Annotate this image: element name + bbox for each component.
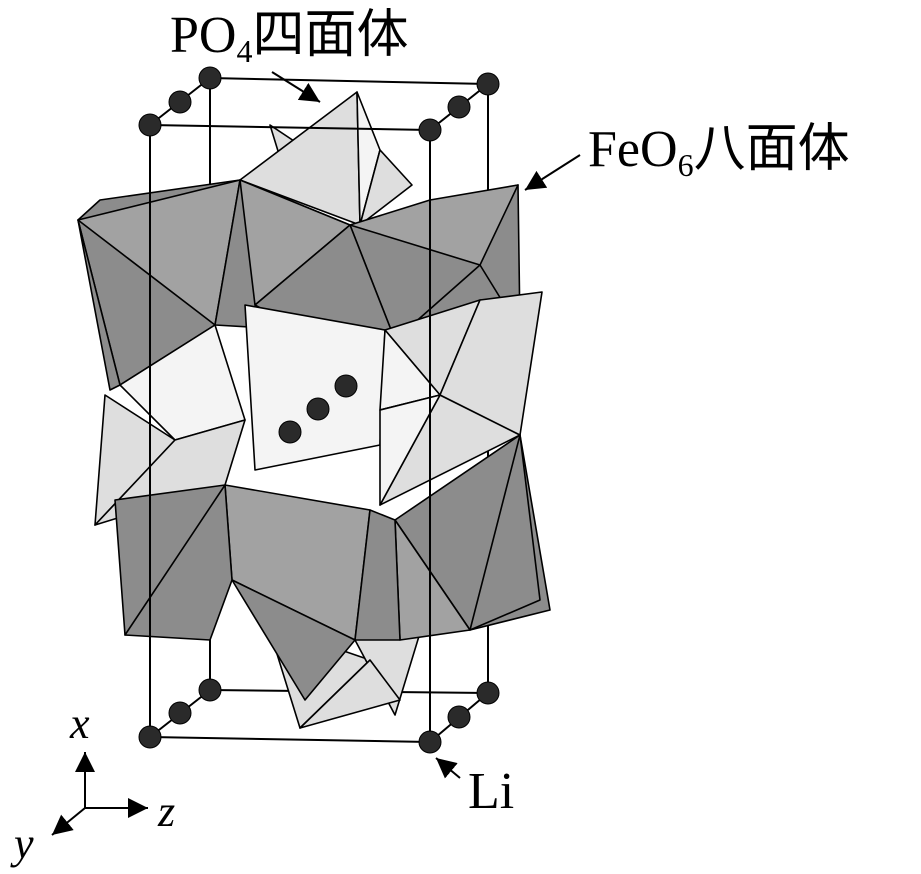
feo6-octahedra-upper (77, 179, 521, 391)
y-axis-label: y (10, 819, 34, 868)
li-atoms (138, 66, 500, 754)
li-label: Li (468, 763, 514, 820)
x-axis-label: x (69, 699, 90, 748)
feo6-arrow (524, 154, 581, 191)
feo6-octahedra-lower (114, 434, 551, 701)
feo6-octahedron-label: FeO6八面体 (588, 121, 850, 183)
coordinate-axes: x z y (10, 699, 175, 868)
po4-tetrahedra-upper (239, 91, 413, 226)
z-axis-label: z (157, 787, 175, 836)
po4-tetrahedron-label: PO4四面体 (170, 7, 409, 69)
li-arrow (435, 757, 461, 779)
unit-cell-front-edges (149, 77, 489, 743)
y-axis-arrow (51, 807, 86, 836)
po4-arrow (271, 71, 321, 103)
